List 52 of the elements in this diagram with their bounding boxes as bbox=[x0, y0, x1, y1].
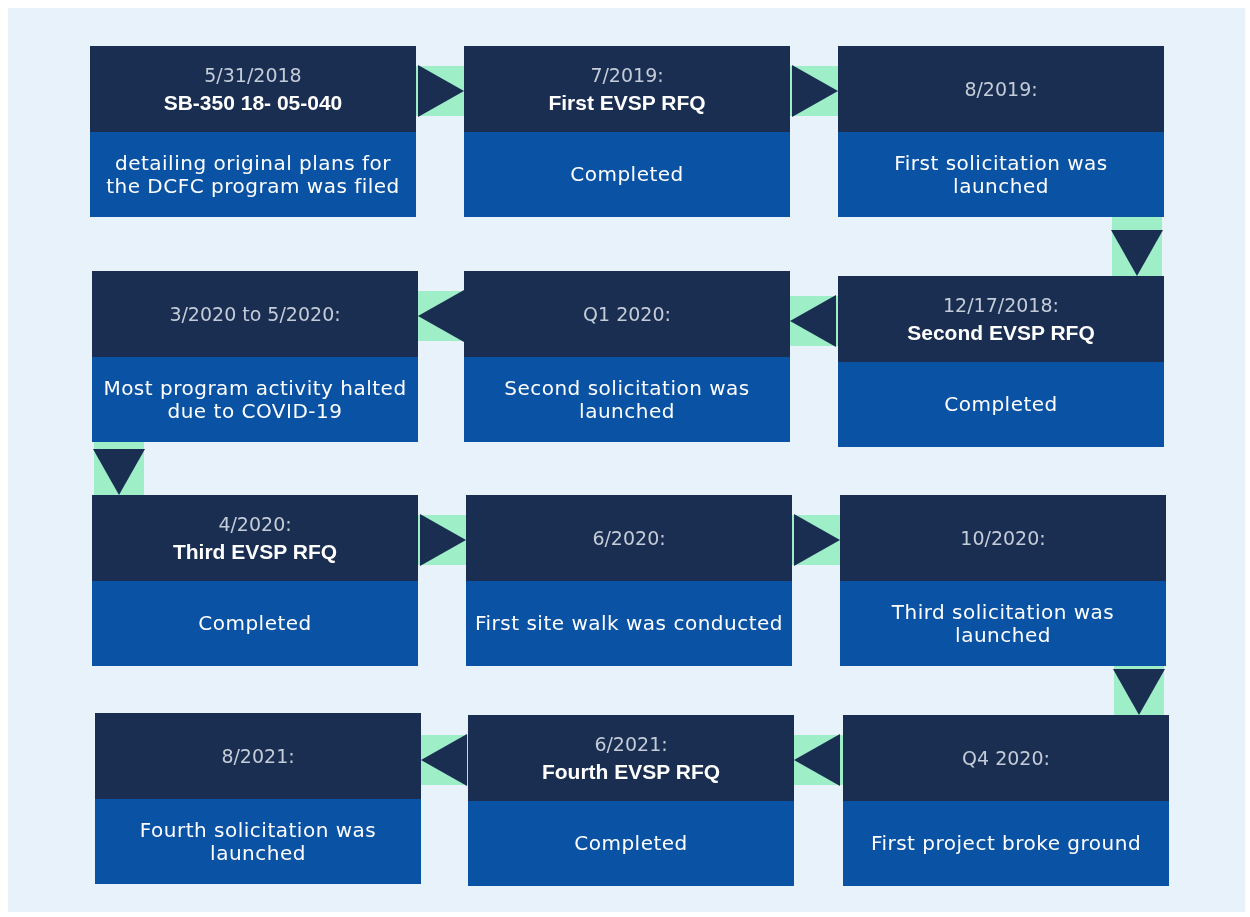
milestone-description: Completed bbox=[574, 832, 688, 855]
milestone-description: Most program activity halted due to COVID-19 bbox=[102, 376, 408, 423]
date-label: 3/2020 to 5/2020: bbox=[169, 302, 341, 326]
date-label: 12/17/2018: bbox=[943, 294, 1059, 317]
timeline-card bbox=[838, 46, 1164, 217]
timeline-card bbox=[466, 495, 792, 666]
arrow-connector bbox=[794, 734, 843, 786]
date-label: 8/2019: bbox=[964, 77, 1038, 101]
date-label: 10/2020: bbox=[960, 526, 1046, 550]
arrow-connector bbox=[792, 514, 840, 566]
milestone-title: First EVSP RFQ bbox=[548, 91, 706, 114]
milestone-title: Third EVSP RFQ bbox=[172, 540, 338, 563]
timeline-card bbox=[92, 495, 418, 666]
milestone-title: Second EVSP RFQ bbox=[907, 321, 1095, 344]
milestone-description: First site walk was conducted bbox=[474, 612, 783, 635]
milestone-description: First project broke ground bbox=[870, 832, 1142, 855]
arrow-connector bbox=[418, 514, 466, 566]
milestone-description: Third solicitation was launched bbox=[890, 600, 1116, 647]
arrow-connector bbox=[790, 295, 838, 347]
arrow-connector bbox=[1113, 666, 1165, 715]
milestone-description: Second solicitation was launched bbox=[503, 376, 751, 423]
date-label: 5/31/2018 bbox=[204, 64, 302, 87]
timeline-card bbox=[843, 715, 1169, 886]
milestone-title: Fourth EVSP RFQ bbox=[541, 760, 721, 783]
date-label: 4/2020: bbox=[218, 513, 292, 536]
date-label: 6/2021: bbox=[594, 733, 668, 756]
timeline-card bbox=[95, 713, 421, 884]
arrow-connector bbox=[790, 65, 838, 117]
date-label: Q1 2020: bbox=[583, 302, 671, 326]
date-label: 6/2020: bbox=[592, 526, 666, 550]
timeline-card bbox=[464, 271, 790, 442]
date-label: Q4 2020: bbox=[962, 746, 1050, 770]
timeline-card bbox=[464, 46, 790, 217]
timeline-card bbox=[838, 276, 1164, 447]
timeline-card bbox=[468, 715, 794, 886]
milestone-description: Completed bbox=[944, 393, 1058, 416]
arrow-connector bbox=[416, 65, 464, 117]
milestone-description: Fourth solicitation was launched bbox=[138, 818, 378, 865]
milestone-description: First solicitation was launched bbox=[893, 151, 1109, 198]
milestone-description: detailing original plans for the DCFC program was filed bbox=[105, 151, 401, 198]
milestone-title: SB-350 18- 05-040 bbox=[163, 91, 343, 114]
timeline-card bbox=[92, 271, 418, 442]
timeline-card bbox=[840, 495, 1166, 666]
arrow-connector bbox=[93, 442, 145, 495]
arrow-connector bbox=[421, 734, 468, 786]
arrow-connector bbox=[1111, 217, 1163, 276]
arrow-connector bbox=[418, 290, 464, 342]
date-label: 7/2019: bbox=[590, 64, 664, 87]
date-label: 8/2021: bbox=[221, 744, 295, 768]
timeline-card bbox=[90, 46, 416, 217]
milestone-description: Completed bbox=[570, 163, 684, 186]
milestone-description: Completed bbox=[198, 612, 312, 635]
